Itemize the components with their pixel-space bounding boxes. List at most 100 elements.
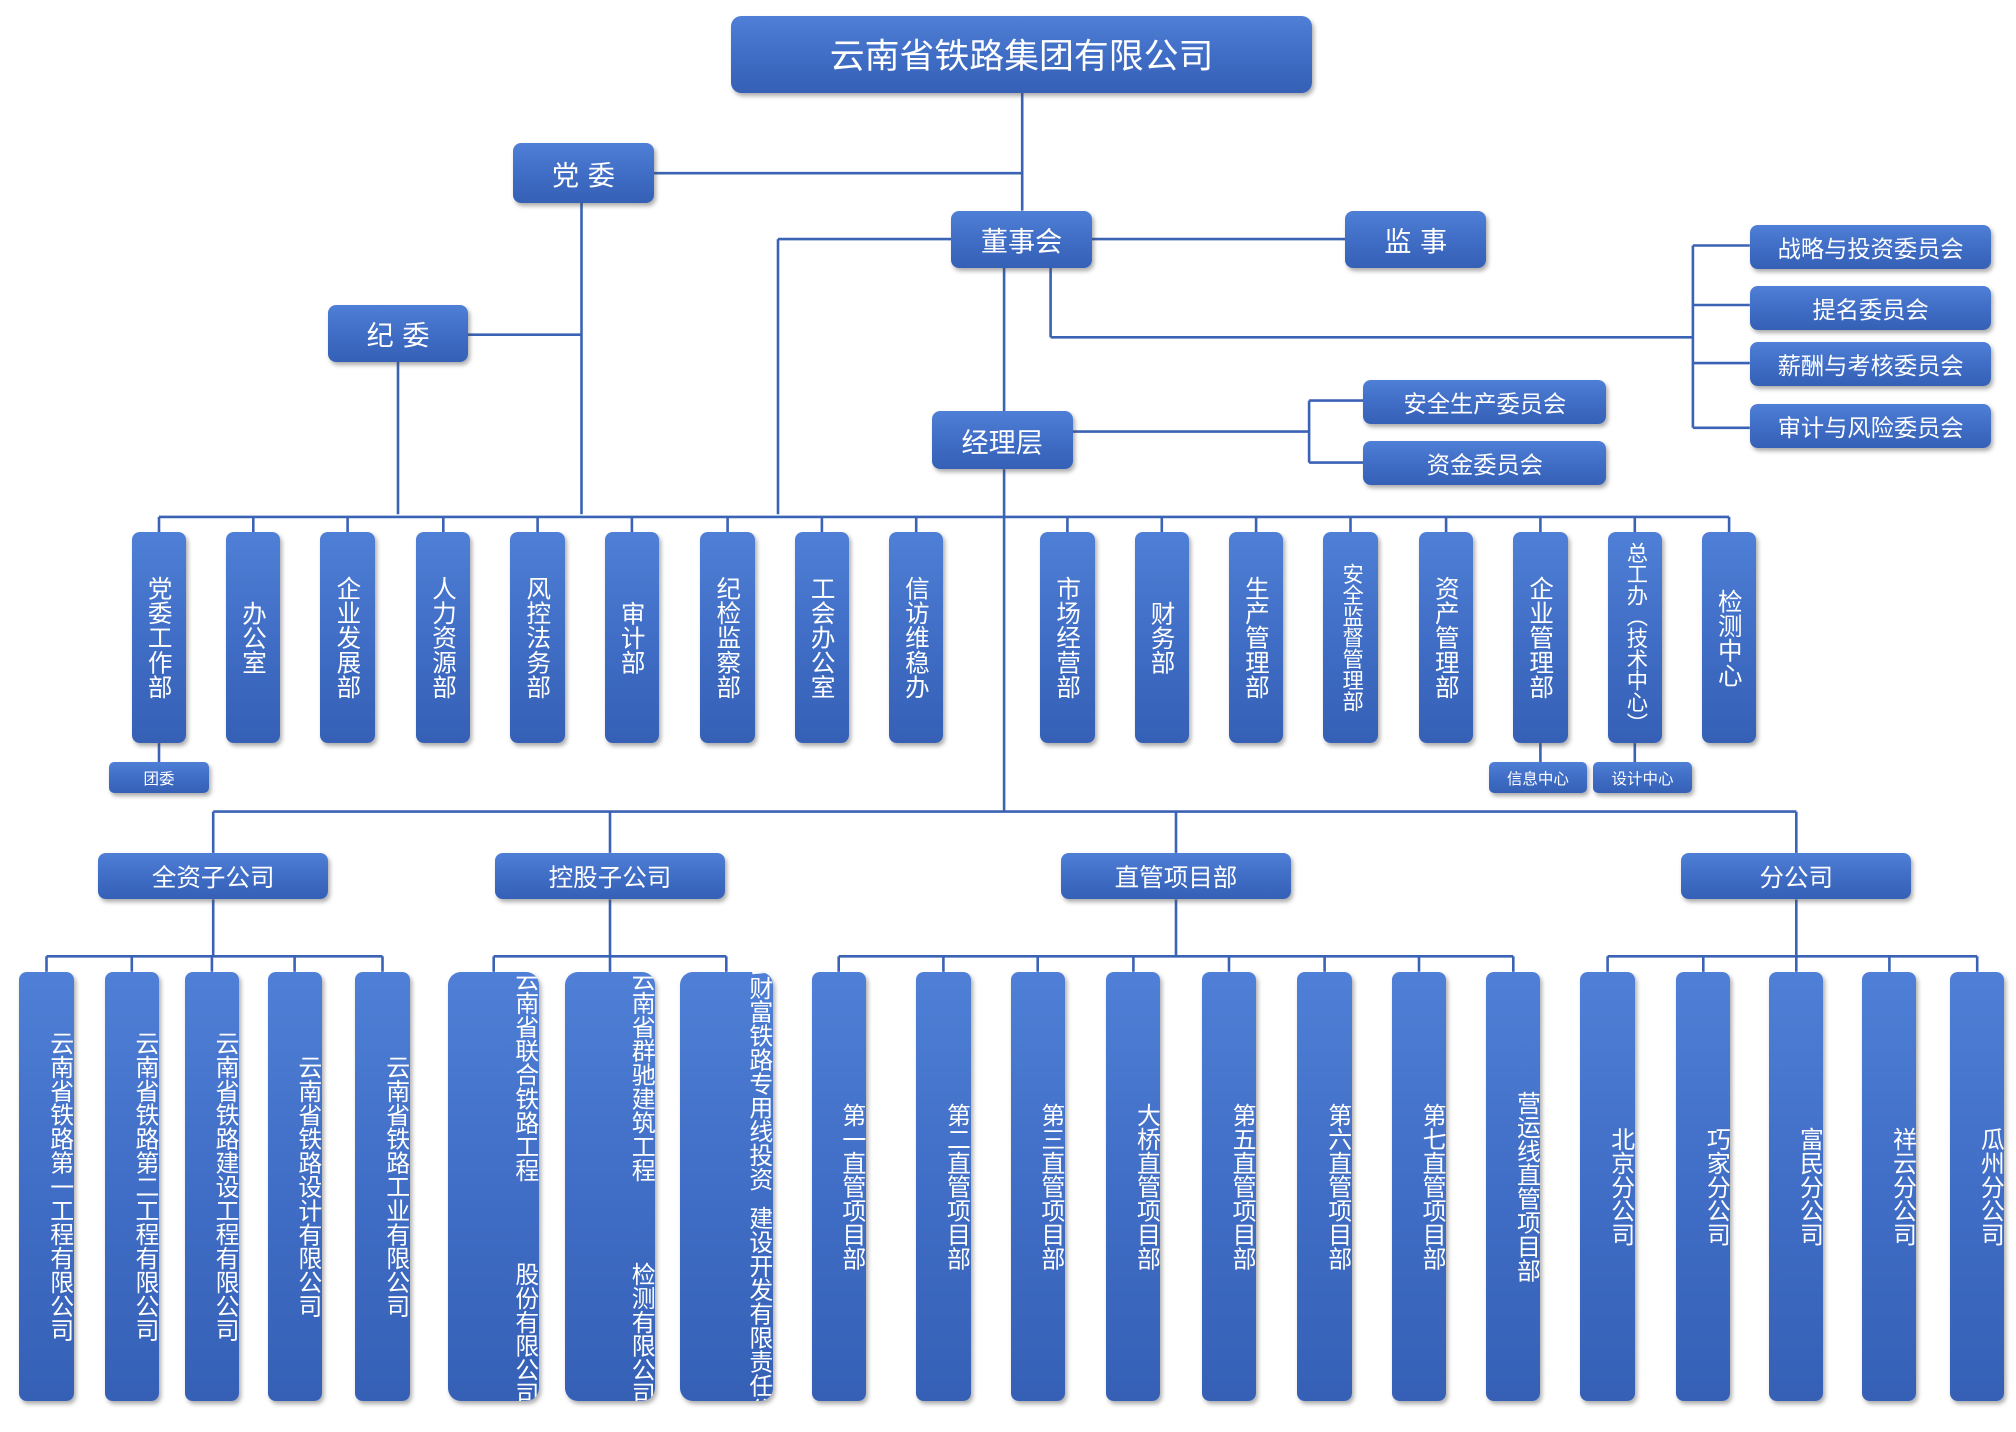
group-3-child-0-label-0: 北京分公司 — [1606, 1126, 1635, 1247]
board-committee-2-label: 薪酬与考核委员会 — [1777, 353, 1964, 381]
group-0-child-4-label-0: 云南省铁路工业有限公司 — [381, 1054, 410, 1318]
group-0-label: 全资子公司 — [151, 862, 275, 892]
group-3-child-0: 北京分公司 — [1580, 971, 1635, 1401]
department-5: 审计部 — [604, 532, 660, 744]
department-11-label: 生产管理部 — [1241, 576, 1271, 700]
department-15-label: 总工办（技术中心） — [1622, 541, 1648, 734]
department-3: 人力资源部 — [416, 532, 471, 744]
department-14-sub: 信息中心 — [1488, 762, 1587, 794]
group-2-child-4: 第五直管项目部 — [1201, 971, 1257, 1401]
department-13: 资产管理部 — [1418, 532, 1474, 744]
board-committee-0: 战略与投资委员会 — [1749, 224, 1992, 269]
department-5-label: 审计部 — [617, 600, 647, 675]
department-1-label: 办公室 — [239, 600, 268, 675]
department-0-label: 党委工作部 — [144, 576, 174, 700]
department-10: 财务部 — [1134, 532, 1189, 744]
group-3: 分公司 — [1681, 852, 1912, 900]
department-2-label: 企业发展部 — [333, 576, 363, 700]
group-0-child-0-label-0: 云南省铁路第一工程有限公司 — [45, 1030, 74, 1342]
group-2-child-4-label-0: 第五直管项目部 — [1228, 1102, 1257, 1270]
department-13-label: 资产管理部 — [1431, 576, 1461, 700]
group-3-child-3: 祥云分公司 — [1862, 971, 1917, 1401]
group-3-child-4: 瓜州分公司 — [1950, 971, 2005, 1401]
department-4-label: 风控法务部 — [523, 576, 553, 700]
board-committee-0-label: 战略与投资委员会 — [1777, 235, 1964, 263]
group-0-child-4: 云南省铁路工业有限公司 — [355, 971, 410, 1401]
group-2-child-0: 第一直管项目部 — [811, 971, 866, 1401]
group-0: 全资子公司 — [98, 852, 329, 900]
group-2: 直管项目部 — [1060, 852, 1291, 900]
group-2-label: 直管项目部 — [1114, 862, 1238, 892]
group-1-child-0: 云南省联合铁路工程股份有限公司 — [448, 971, 539, 1401]
board-committee-2: 薪酬与考核委员会 — [1749, 342, 1992, 387]
department-10-label: 财务部 — [1147, 600, 1177, 675]
department-1: 办公室 — [226, 532, 281, 744]
group-3-label: 分公司 — [1759, 862, 1834, 892]
group-2-child-6-label-0: 第七直管项目部 — [1418, 1102, 1447, 1270]
group-0-child-3: 云南省铁路设计有限公司 — [267, 971, 322, 1401]
department-15-sub: 设计中心 — [1593, 762, 1692, 794]
management-node: 经理层 — [931, 410, 1073, 470]
board-committee-3-label: 审计与风险委员会 — [1777, 415, 1964, 443]
group-0-child-3-label-0: 云南省铁路设计有限公司 — [293, 1054, 322, 1318]
department-3-label: 人力资源部 — [428, 576, 458, 700]
board-committee-1-label: 提名委员会 — [1812, 296, 1929, 324]
group-2-child-1: 第二直管项目部 — [916, 971, 971, 1401]
party-node: 党 委 — [513, 143, 654, 203]
group-1-child-1-label-1: 检测有限公司 — [627, 1262, 656, 1401]
group-2-child-5: 第六直管项目部 — [1297, 971, 1352, 1401]
group-3-child-3-label-0: 祥云分公司 — [1888, 1126, 1917, 1247]
group-2-child-3-label-0: 大桥直管项目部 — [1132, 1102, 1161, 1270]
group-1-child-2-label-0: 祥云财富铁路专用线投资 — [744, 971, 773, 1191]
department-11: 生产管理部 — [1228, 532, 1284, 744]
group-2-child-7: 营运线直管项目部 — [1486, 971, 1541, 1401]
board-node-label: 董事会 — [980, 226, 1063, 258]
management-committee-0: 安全生产委员会 — [1363, 379, 1607, 424]
department-14-label: 企业管理部 — [1526, 576, 1556, 700]
group-2-child-2: 第三直管项目部 — [1010, 971, 1065, 1401]
group-1-child-2: 祥云财富铁路专用线投资建设开发有限责任公司 — [679, 971, 773, 1401]
group-2-child-5-label-0: 第六直管项目部 — [1323, 1102, 1352, 1270]
management-committee-1-label: 资金委员会 — [1426, 451, 1543, 479]
group-1-child-2-label-1: 建设开发有限责任公司 — [744, 1206, 773, 1401]
department-14: 企业管理部 — [1513, 532, 1568, 744]
group-2-child-3: 大桥直管项目部 — [1106, 971, 1161, 1401]
department-8: 信访维稳办 — [889, 532, 944, 744]
group-1: 控股子公司 — [494, 852, 725, 900]
root-node: 云南省铁路集团有限公司 — [731, 15, 1312, 94]
root-node-label: 云南省铁路集团有限公司 — [829, 37, 1214, 78]
board-committee-3: 审计与风险委员会 — [1749, 404, 1992, 449]
group-2-child-1-label-0: 第二直管项目部 — [942, 1102, 971, 1270]
department-16-label: 检测中心 — [1714, 588, 1744, 687]
group-1-label: 控股子公司 — [548, 862, 672, 892]
discipline-node-label: 纪 委 — [366, 320, 430, 352]
department-2: 企业发展部 — [320, 532, 375, 744]
group-0-child-0: 云南省铁路第一工程有限公司 — [19, 971, 74, 1401]
board-committee-1: 提名委员会 — [1749, 285, 1992, 330]
management-node-label: 经理层 — [961, 427, 1043, 459]
department-0-sub: 团委 — [108, 762, 210, 794]
department-6: 纪检监察部 — [700, 532, 755, 744]
group-1-child-0-label-1: 股份有限公司 — [510, 1262, 539, 1401]
department-15: 总工办（技术中心） — [1607, 532, 1662, 744]
group-0-child-1: 云南省铁路第二工程有限公司 — [104, 971, 159, 1401]
group-0-child-1-label-0: 云南省铁路第二工程有限公司 — [130, 1030, 159, 1342]
department-9-label: 市场经营部 — [1053, 576, 1083, 700]
group-0-child-2: 云南省铁路建设工程有限公司 — [184, 971, 240, 1401]
group-1-child-1-label-0: 云南省群驰建筑工程 — [627, 971, 656, 1183]
department-7-label: 工会办公室 — [807, 576, 837, 700]
group-3-child-2-label-0: 富民分公司 — [1795, 1126, 1824, 1247]
group-2-child-2-label-0: 第三直管项目部 — [1036, 1102, 1065, 1270]
management-committee-0-label: 安全生产委员会 — [1403, 390, 1567, 418]
department-0-sub-label: 团委 — [143, 769, 175, 788]
department-12-label: 安全监督管理部 — [1338, 563, 1364, 713]
discipline-node: 纪 委 — [328, 304, 468, 362]
supervisor-node: 监 事 — [1345, 210, 1487, 268]
group-3-child-1: 巧家分公司 — [1676, 971, 1731, 1401]
department-12: 安全监督管理部 — [1323, 532, 1378, 744]
group-3-child-1-label-0: 巧家分公司 — [1702, 1126, 1731, 1247]
department-6-label: 纪检监察部 — [713, 576, 743, 700]
department-8-label: 信访维稳办 — [901, 576, 931, 700]
group-2-child-6: 第七直管项目部 — [1391, 971, 1447, 1401]
